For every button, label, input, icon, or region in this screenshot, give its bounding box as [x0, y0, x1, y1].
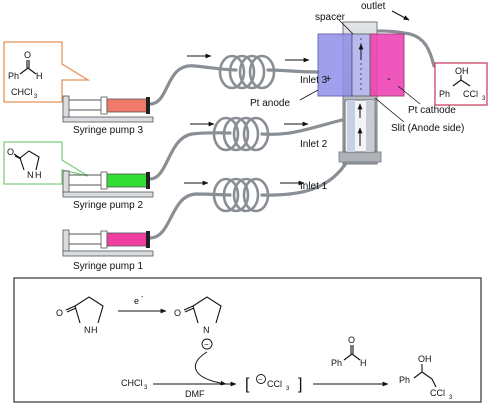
cell-base — [338, 151, 382, 163]
scheme-chcl3-sub: 3 — [144, 385, 148, 391]
inlet1-label: Inlet 1 — [300, 181, 328, 192]
tube-pump2 — [148, 131, 232, 181]
pyrrolidinone-h: H — [35, 170, 42, 180]
anion-charge-circle — [201, 338, 213, 350]
syringe-pump-3: Syringe pump 3 — [62, 95, 154, 136]
reagent-box-3: O Ph H CHCl 3 — [3, 41, 91, 103]
cell-callouts — [299, 19, 421, 123]
syringe-pump-2: Syringe pump 2 — [62, 170, 154, 211]
bracket-right: ] — [298, 376, 302, 393]
syringe-pump-1: Syringe pump 1 — [62, 229, 154, 272]
benzaldehyde-ph: Ph — [8, 71, 19, 81]
inlet3-label: Inlet 3 — [300, 75, 328, 86]
scheme-benzaldehyde-h: H — [360, 358, 367, 368]
coil-2 — [212, 116, 270, 152]
coil-3 — [218, 54, 276, 90]
scheme-chcl3: CHCl — [121, 378, 143, 388]
anion-charge: − — [204, 340, 209, 349]
tube-coil1-to-inlet1 — [260, 158, 350, 197]
spacer-label: spacer — [315, 12, 346, 23]
reaction-scheme: O N H e - O N − CHCl 3 DMF [ − CCl 3 ] — [13, 277, 482, 403]
sm-o: O — [56, 308, 63, 318]
benzaldehyde-h: H — [36, 71, 43, 81]
scheme-product-oh: OH — [418, 354, 432, 364]
tube-coil2-to-inlet2 — [260, 118, 344, 136]
pt-cathode-label: Pt cathode — [408, 105, 456, 116]
reagent-box-2: O N H — [3, 141, 89, 185]
pt-cathode-plate — [369, 33, 405, 97]
chcl3-text: CHCl — [11, 87, 33, 97]
scheme-benzaldehyde-ph: Ph — [331, 358, 342, 368]
pump2-label: Syringe pump 2 — [73, 200, 143, 211]
sm-n: N — [84, 325, 91, 335]
scheme-product-ccl-sub: 3 — [449, 395, 453, 401]
ccl3-anion: CCl — [267, 379, 282, 389]
ccl3-anion-sub: 3 — [286, 386, 290, 392]
bracket-left: [ — [245, 376, 250, 393]
inlet2-label: Inlet 2 — [300, 139, 328, 150]
ccl3-charge-circle — [256, 374, 266, 384]
pt-anode-plate — [317, 33, 353, 97]
sm-h: H — [91, 325, 98, 335]
electron-charge: - — [141, 294, 144, 301]
electron-text: e — [134, 296, 139, 306]
chcl3-sub: 3 — [34, 94, 38, 100]
slit-label: Slit (Anode side) — [391, 123, 464, 134]
pyrrolidinone-o: O — [7, 147, 14, 157]
pump1-label: Syringe pump 1 — [73, 261, 143, 272]
benzaldehyde-o: O — [24, 50, 31, 60]
flow-arrows — [184, 10, 410, 186]
cathode-minus-sign: - — [387, 73, 391, 85]
anion-n: N — [203, 325, 210, 335]
product-ph: Ph — [439, 89, 450, 99]
tube-pump3 — [148, 64, 238, 106]
microreactor-cell: + - — [317, 21, 405, 165]
product-ccl-sub: 3 — [482, 96, 486, 102]
pyrrolidinone-n: N — [27, 170, 34, 180]
deprotonation-arrow — [194, 351, 227, 386]
scheme-benzaldehyde-o: O — [348, 335, 355, 345]
outlet-label: outlet — [361, 1, 386, 12]
product-box: OH Ph CCl 3 — [434, 62, 488, 106]
scheme-product-ph: Ph — [399, 375, 410, 385]
scheme-product-ccl: CCl — [430, 388, 445, 398]
pt-anode-label: Pt anode — [250, 98, 290, 109]
coil-1 — [212, 177, 270, 213]
tube-pump1 — [148, 192, 232, 240]
anion-o: O — [174, 308, 181, 318]
dmf-text: DMF — [185, 389, 205, 399]
product-oh: OH — [455, 66, 469, 76]
product-ccl: CCl — [463, 89, 478, 99]
ccl3-charge: − — [258, 377, 262, 384]
pump3-label: Syringe pump 3 — [73, 125, 143, 136]
tube-coil3-to-inlet3 — [266, 68, 320, 74]
anode-plus-sign: + — [325, 73, 331, 85]
